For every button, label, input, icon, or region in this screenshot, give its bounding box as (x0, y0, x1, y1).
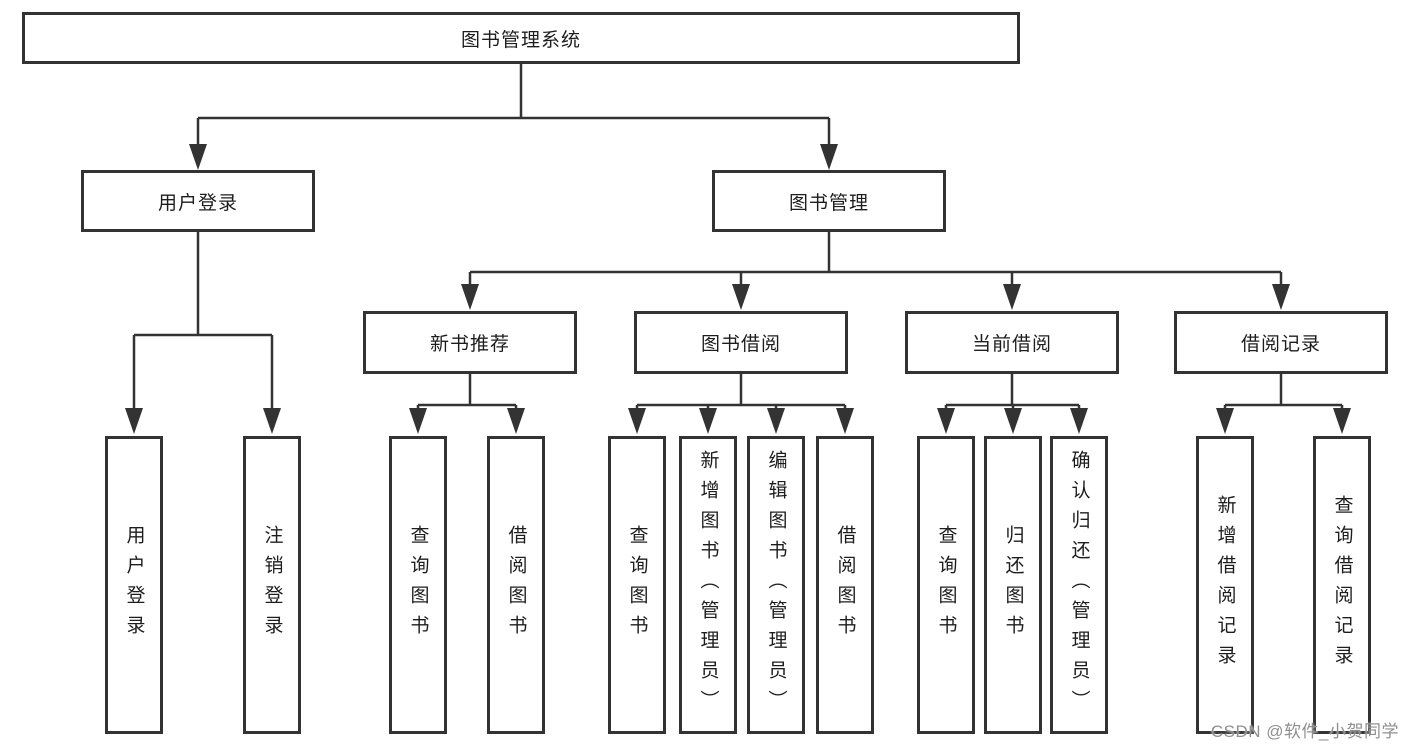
leaf-user-login-label: 用户登录 (123, 525, 145, 645)
leaf-add-book-admin: 新增图书（管理员） (679, 436, 737, 734)
watermark: CSDN @软件_小贺同学 (1210, 722, 1399, 741)
leaf-query-books-borrow-label: 查询图书 (626, 525, 648, 645)
leaf-user-login: 用户登录 (105, 436, 163, 734)
leaf-edit-book-admin: 编辑图书（管理员） (747, 436, 805, 734)
leaf-borrow-books-recommend-label: 借阅图书 (505, 525, 527, 645)
leaf-add-book-admin-label: 新增图书（管理员） (697, 450, 719, 720)
leaf-borrow-books: 借阅图书 (816, 436, 874, 734)
node-borrow-records-label: 借阅记录 (1240, 334, 1321, 355)
node-borrow-records: 借阅记录 (1174, 311, 1388, 374)
node-user-login-label: 用户登录 (157, 192, 238, 214)
node-book-management: 图书管理 (712, 170, 946, 232)
node-book-borrow: 图书借阅 (634, 311, 848, 374)
node-current-borrow-label: 当前借阅 (971, 334, 1052, 355)
leaf-logout-label: 注销登录 (261, 525, 283, 645)
node-library-system-label: 图书管理系统 (460, 29, 581, 51)
node-new-book-recommend-label: 新书推荐 (429, 334, 510, 355)
leaf-add-borrow-record: 新增借阅记录 (1196, 436, 1254, 734)
node-book-borrow-label: 图书借阅 (700, 334, 781, 355)
leaf-return-book: 归还图书 (984, 436, 1042, 734)
leaf-borrow-books-label: 借阅图书 (834, 525, 856, 645)
leaf-edit-book-admin-label: 编辑图书（管理员） (765, 450, 787, 720)
leaf-query-books-current: 查询图书 (917, 436, 975, 734)
leaf-logout: 注销登录 (243, 436, 301, 734)
leaf-query-books-current-label: 查询图书 (935, 525, 957, 645)
leaf-confirm-return-admin: 确认归还（管理员） (1050, 436, 1108, 734)
leaf-query-borrow-record-label: 查询借阅记录 (1331, 495, 1353, 675)
leaf-query-books-borrow: 查询图书 (608, 436, 666, 734)
leaf-query-books-recommend-label: 查询图书 (407, 525, 429, 645)
node-library-system: 图书管理系统 (22, 12, 1020, 64)
node-book-management-label: 图书管理 (788, 192, 869, 214)
node-current-borrow: 当前借阅 (905, 311, 1119, 374)
node-new-book-recommend: 新书推荐 (363, 311, 577, 374)
leaf-borrow-books-recommend: 借阅图书 (487, 436, 545, 734)
leaf-add-borrow-record-label: 新增借阅记录 (1214, 495, 1236, 675)
node-user-login: 用户登录 (81, 170, 315, 232)
leaf-confirm-return-admin-label: 确认归还（管理员） (1068, 450, 1090, 720)
leaf-query-borrow-record: 查询借阅记录 (1313, 436, 1371, 734)
leaf-query-books-recommend: 查询图书 (389, 436, 447, 734)
leaf-return-book-label: 归还图书 (1002, 525, 1024, 645)
